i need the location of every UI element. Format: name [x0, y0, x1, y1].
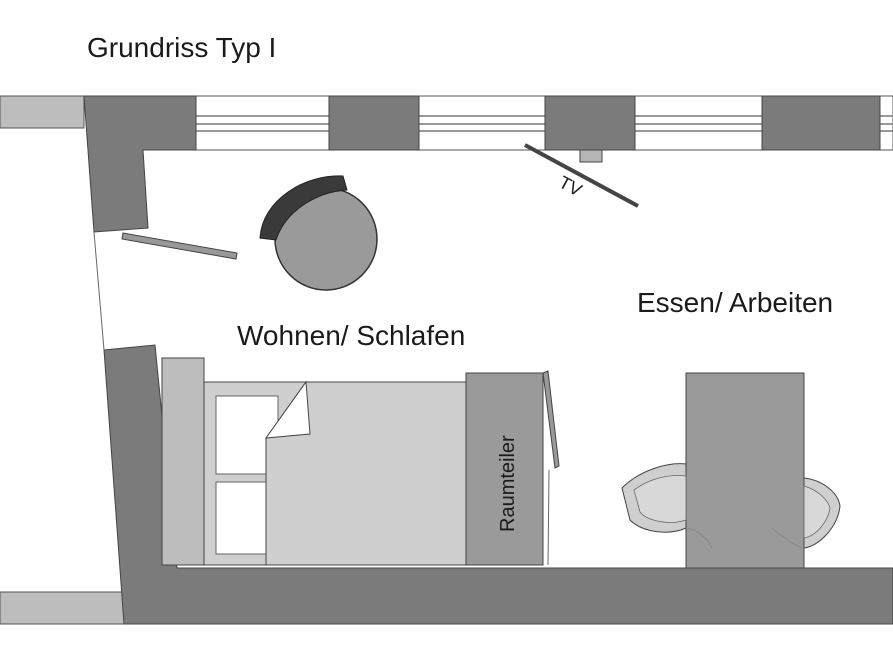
room-divider [465, 372, 544, 566]
wall-corner-top-left [83, 95, 197, 233]
chair-right-leg [771, 527, 805, 549]
tv-mount [579, 149, 603, 163]
bed-headboard [161, 357, 205, 566]
divider-door [542, 370, 560, 469]
wall-bottom-left-strip [0, 591, 125, 625]
wall-pier-1 [328, 95, 420, 151]
floorplan-title: Grundriss Typ I [87, 32, 277, 63]
wall-left-lower [103, 344, 893, 625]
room-divider-label: Raumteiler [497, 435, 519, 532]
interior-wall-outline [93, 231, 105, 351]
wall-pier-2 [544, 95, 636, 151]
wall-top-left-strip [0, 95, 85, 129]
room-label-dining: Essen/ Arbeiten [637, 287, 833, 318]
door-leaf [121, 232, 238, 260]
blanket-fold [264, 380, 311, 439]
room-label-living: Wohnen/ Schlafen [237, 320, 465, 351]
armchair-back [259, 175, 348, 241]
chair-left-leg [685, 527, 713, 549]
divider-edge [547, 469, 550, 566]
wall-pier-3 [761, 95, 881, 151]
chair-right-seat [803, 485, 831, 539]
desk [685, 372, 805, 569]
chair-left-seat [633, 475, 687, 523]
tv-screen [524, 143, 639, 208]
